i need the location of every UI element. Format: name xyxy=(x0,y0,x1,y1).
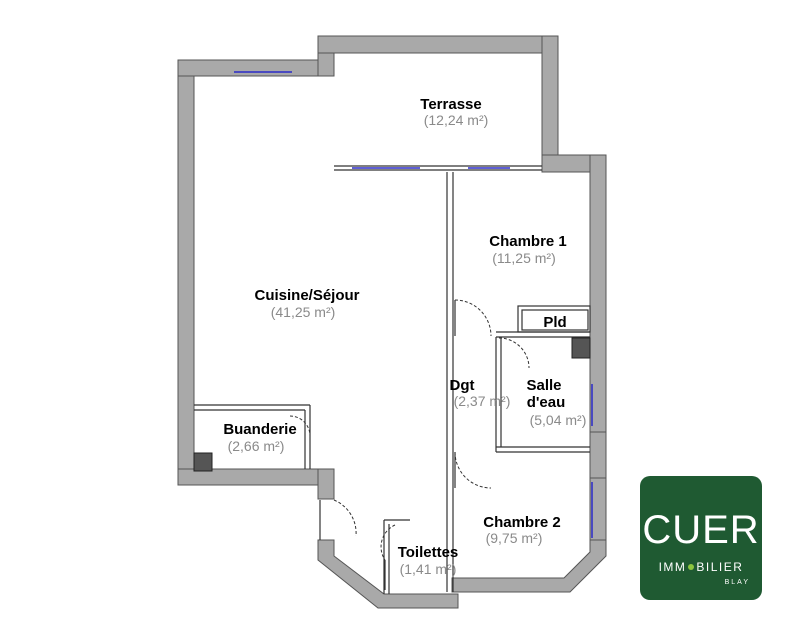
wall-bottom-left xyxy=(317,539,459,609)
door-ch1 xyxy=(454,299,492,337)
terrasse-area: (12,24 m²) xyxy=(424,112,489,128)
salle-area: (5,04 m²) xyxy=(530,412,587,428)
wall-pillar xyxy=(589,431,607,479)
door-wc xyxy=(380,524,396,561)
pld-box xyxy=(517,305,591,333)
buanderie-name: Buanderie xyxy=(223,421,296,438)
buanderie-area: (2,66 m²) xyxy=(228,438,285,454)
walls xyxy=(177,35,607,609)
logo-subtitle: IMM BILIER xyxy=(640,560,762,574)
pld-name: Pld xyxy=(543,314,566,331)
logo-brand: CUER xyxy=(642,508,760,552)
partitions xyxy=(194,165,591,594)
chambre1-area: (11,25 m²) xyxy=(492,250,556,266)
door-entry xyxy=(333,499,357,537)
chambre1-name: Chambre 1 xyxy=(489,233,567,250)
door-ch2 xyxy=(454,451,492,489)
chambre2-name: Chambre 2 xyxy=(483,514,561,531)
wall-terrace-right xyxy=(541,35,559,173)
salle-name-line2: d'eau xyxy=(527,394,566,411)
wall-terrace-top xyxy=(317,35,559,54)
toilettes-area: (1,41 m²) xyxy=(400,561,457,577)
cuisine-name: Cuisine/Séjour xyxy=(254,287,359,304)
door-sde xyxy=(498,337,530,369)
salle-name-line1: Salle xyxy=(526,377,561,394)
windows xyxy=(234,71,593,538)
wall-top-living xyxy=(177,59,334,77)
duct-sde xyxy=(571,337,591,359)
door-swings xyxy=(289,299,530,561)
wall-bottom-right xyxy=(451,539,607,593)
logo-sub-left: IMM xyxy=(658,560,687,574)
logo-city: BLAY xyxy=(724,579,750,586)
pld-inner xyxy=(521,309,589,331)
logo-dot-icon xyxy=(688,563,695,570)
terrasse-name: Terrasse xyxy=(420,96,481,113)
dgt-name: Dgt xyxy=(450,377,475,394)
chambre2-area: (9,75 m²) xyxy=(486,530,543,546)
logo-sub-right: BILIER xyxy=(696,560,744,574)
toilettes-name: Toilettes xyxy=(398,544,459,561)
wall-left xyxy=(177,59,195,486)
door-leaves xyxy=(319,300,456,590)
cuisine-area: (41,25 m²) xyxy=(271,304,336,320)
agency-logo: CUER IMM BILIER BLAY xyxy=(640,476,762,600)
door-buand xyxy=(289,415,311,437)
dgt-area: (2,37 m²) xyxy=(454,393,511,409)
wall-jog xyxy=(317,468,335,500)
duct-buanderie xyxy=(193,452,213,472)
